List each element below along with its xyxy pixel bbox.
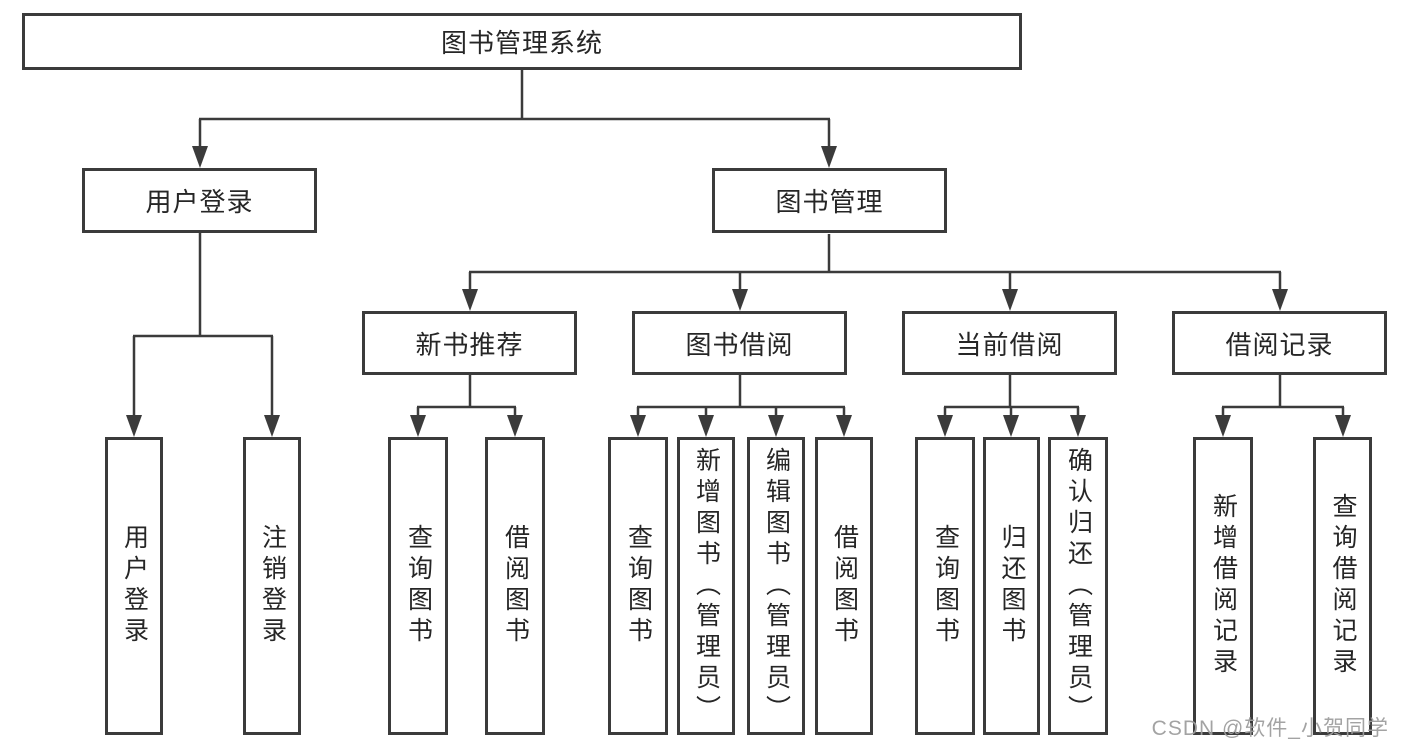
leaf-add-borrow-record: 新增借阅记录 xyxy=(1193,437,1253,735)
leaf-logout-label: 注销登录 xyxy=(258,524,287,648)
node-current-borrow: 当前借阅 xyxy=(902,311,1117,375)
node-new-book-recommend: 新书推荐 xyxy=(362,311,577,375)
node-book-borrow-label: 图书借阅 xyxy=(685,329,794,360)
arrowheads-level2 xyxy=(192,146,837,168)
leaf-query-book-1: 查询图书 xyxy=(388,437,448,735)
node-new-book-recommend-label: 新书推荐 xyxy=(415,329,524,360)
leaf-query-book-2-label: 查询图书 xyxy=(624,524,653,648)
leaf-query-book-3: 查询图书 xyxy=(915,437,975,735)
node-user-login: 用户登录 xyxy=(82,168,317,233)
node-current-borrow-label: 当前借阅 xyxy=(955,329,1064,360)
leaf-confirm-return-admin: 确认归还（管理员） xyxy=(1048,437,1108,735)
connector-currentborrow-to-leaves xyxy=(943,375,1080,419)
leaf-return-book: 归还图书 xyxy=(983,437,1040,735)
watermark: CSDN @软件_小贺同学 xyxy=(1151,717,1389,740)
leaf-edit-book-admin-label: 编辑图书（管理员） xyxy=(762,446,791,726)
leaf-borrow-book-1: 借阅图书 xyxy=(485,437,545,735)
node-book-management: 图书管理 xyxy=(712,168,947,233)
leaf-query-borrow-record-label: 查询借阅记录 xyxy=(1329,493,1357,679)
node-user-login-label: 用户登录 xyxy=(145,187,254,217)
arrowheads-level3 xyxy=(462,289,1288,311)
leaf-borrow-book-2-label: 借阅图书 xyxy=(830,524,859,648)
connector-borrowrecords-to-leaves xyxy=(1221,375,1345,419)
connector-bookmgmt-to-level3 xyxy=(468,234,1282,293)
leaf-confirm-return-admin-label: 确认归还（管理员） xyxy=(1064,446,1093,726)
node-root-label: 图书管理系统 xyxy=(440,28,603,58)
node-borrow-records: 借阅记录 xyxy=(1172,311,1387,375)
leaf-query-book-2: 查询图书 xyxy=(608,437,668,735)
leaf-logout: 注销登录 xyxy=(243,437,301,735)
leaf-add-book-admin: 新增图书（管理员） xyxy=(677,437,735,735)
leaf-query-book-3-label: 查询图书 xyxy=(931,524,960,648)
leaf-return-book-label: 归还图书 xyxy=(998,524,1026,648)
connector-userlogin-to-leaves xyxy=(132,233,274,419)
leaf-user-login-label: 用户登录 xyxy=(120,524,149,648)
leaf-edit-book-admin: 编辑图书（管理员） xyxy=(747,437,805,735)
leaf-user-login: 用户登录 xyxy=(105,437,163,735)
leaf-add-book-admin-label: 新增图书（管理员） xyxy=(692,446,721,726)
connector-bookborrow-to-leaves xyxy=(636,375,846,419)
connector-root-to-level2 xyxy=(198,70,831,150)
arrowheads-leaves xyxy=(126,415,1351,437)
connector-newbook-to-leaves xyxy=(416,375,517,419)
leaf-query-book-1-label: 查询图书 xyxy=(404,524,433,648)
node-book-borrow: 图书借阅 xyxy=(632,311,847,375)
leaf-add-borrow-record-label: 新增借阅记录 xyxy=(1209,493,1238,679)
leaf-borrow-book-1-label: 借阅图书 xyxy=(501,524,530,648)
node-root: 图书管理系统 xyxy=(22,13,1022,70)
leaf-borrow-book-2: 借阅图书 xyxy=(815,437,873,735)
leaf-query-borrow-record: 查询借阅记录 xyxy=(1313,437,1372,735)
node-book-management-label: 图书管理 xyxy=(775,187,884,217)
node-borrow-records-label: 借阅记录 xyxy=(1225,329,1334,360)
